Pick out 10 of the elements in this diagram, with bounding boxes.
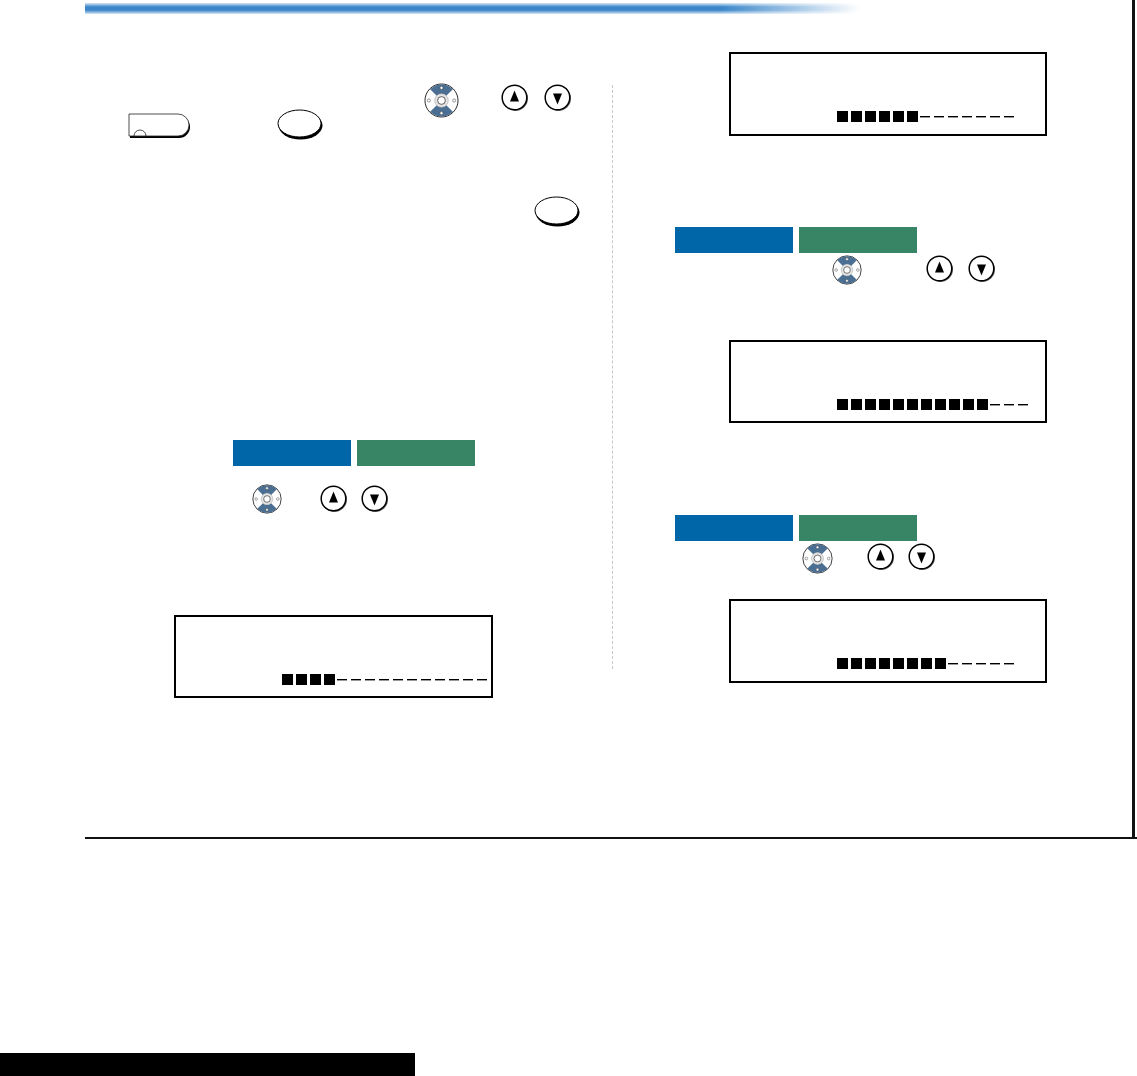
lcd-display bbox=[729, 52, 1047, 136]
tab-band bbox=[675, 227, 793, 253]
tab-band bbox=[675, 515, 793, 541]
lcd-display bbox=[729, 599, 1047, 683]
tab-band bbox=[799, 227, 917, 253]
lcd-display bbox=[729, 340, 1047, 423]
tab-band bbox=[799, 515, 917, 541]
tab-band bbox=[233, 440, 351, 466]
tab-band bbox=[357, 440, 475, 466]
lcd-display bbox=[174, 615, 493, 698]
